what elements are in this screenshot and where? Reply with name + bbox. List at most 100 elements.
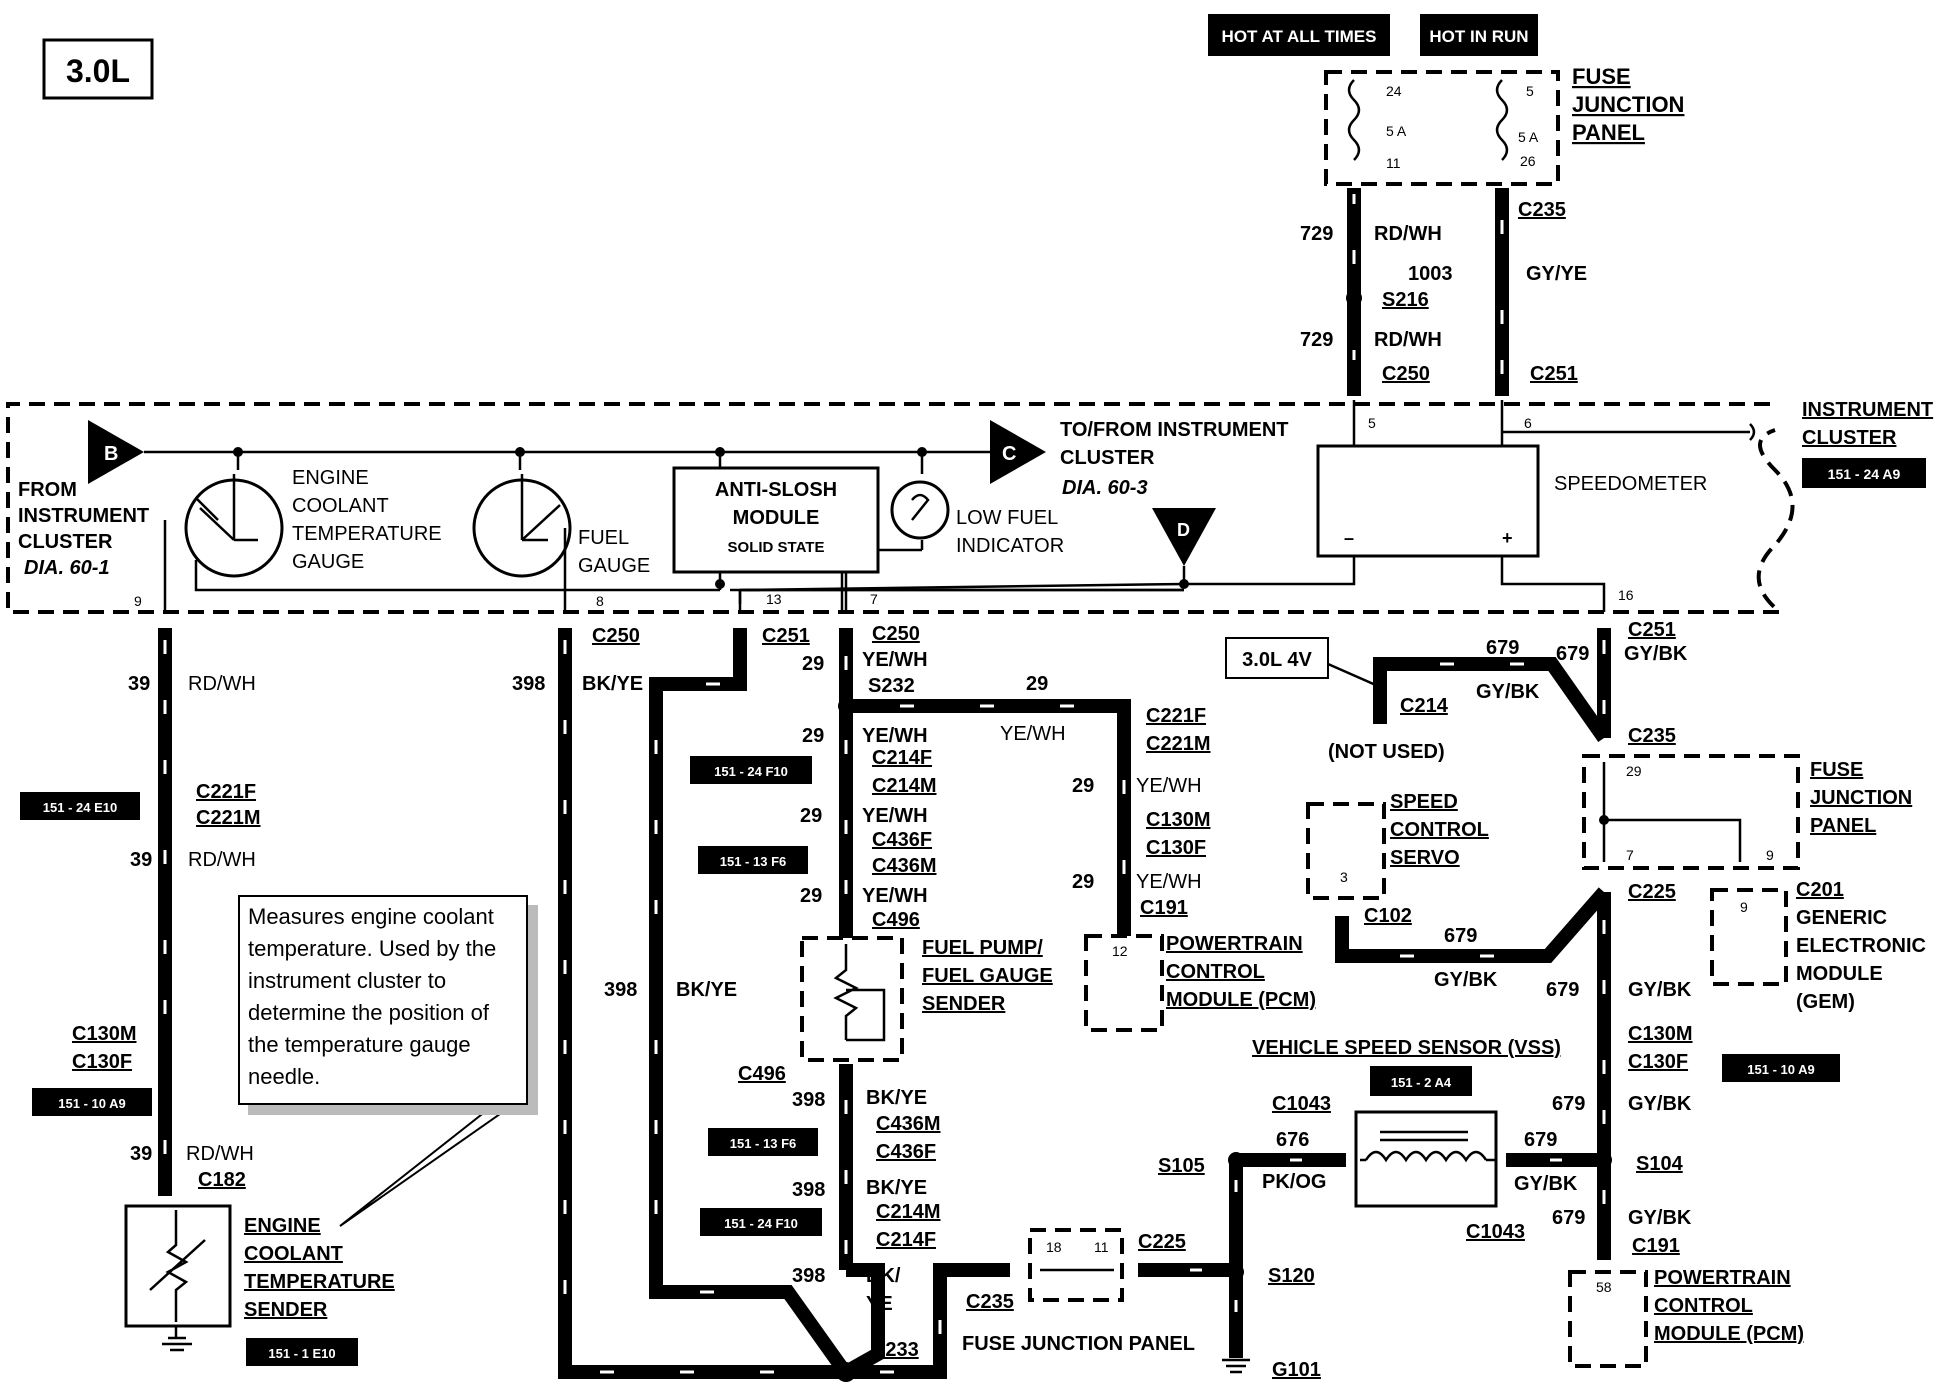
label-c130f: C130F <box>1146 837 1206 859</box>
ect-gauge-2: COOLANT <box>292 495 389 517</box>
tofrom-2: CLUSTER <box>1060 447 1155 469</box>
label-679d: 679 <box>1546 979 1579 1001</box>
speedometer-minus: – <box>1344 528 1354 548</box>
antislosh-2: MODULE <box>733 507 820 529</box>
tag-30l4v: 3.0L 4V <box>1242 649 1312 671</box>
pcm-bottom-pin: 58 <box>1596 1279 1612 1295</box>
fjp-right-2: JUNCTION <box>1810 787 1912 809</box>
label-rdwh: RD/WH <box>1374 223 1442 245</box>
pin-16: 16 <box>1618 587 1634 603</box>
ect-gauge-4: GAUGE <box>292 551 364 573</box>
label-s216: S216 <box>1382 289 1429 311</box>
label-yewh: YE/WH <box>862 649 928 671</box>
ref-f10: 151 - 24 F10 <box>714 764 788 779</box>
pcm-bottom <box>1568 1270 1648 1368</box>
label-c436f: C436F <box>872 829 932 851</box>
wire-679-servo <box>1335 887 1610 963</box>
fuse-left-icon <box>1347 79 1361 161</box>
label-c251a: C251 <box>1530 363 1578 385</box>
splice-s120 <box>1228 1264 1244 1280</box>
low-fuel-1: LOW FUEL <box>956 507 1058 529</box>
ect-gauge-1: ENGINE <box>292 467 369 489</box>
fuse-junction-panel-top <box>1324 70 1560 186</box>
label-not-used: (NOT USED) <box>1328 741 1445 763</box>
ref-a9: 151 - 10 A9 <box>58 1096 125 1111</box>
fuel-pump-1: FUEL PUMP/ <box>922 937 1043 959</box>
label-679e: 679 <box>1552 1093 1585 1115</box>
label-1003: 1003 <box>1408 263 1453 285</box>
fuse-right-rating: 5 A <box>1518 129 1539 145</box>
gem-3: ELECTRONIC <box>1796 935 1926 957</box>
pin-5: 5 <box>1368 415 1376 431</box>
cluster-title-1: INSTRUMENT <box>1802 399 1933 421</box>
pcm-bot-1: POWERTRAIN <box>1654 1267 1791 1289</box>
tofrom-3: DIA. 60-3 <box>1062 477 1148 499</box>
label-679f: 679 <box>1552 1207 1585 1229</box>
fjp-pin-11: 11 <box>1094 1239 1109 1255</box>
label-gyye: GY/YE <box>1526 263 1587 285</box>
label-c182: C182 <box>198 1169 246 1191</box>
pin-13: 13 <box>766 591 782 607</box>
wire-stripes-top <box>1352 194 1504 374</box>
label-398a: 398 <box>512 673 545 695</box>
fuel-pump-3: SENDER <box>922 993 1006 1015</box>
label-c250a: C250 <box>1382 363 1430 385</box>
hot-at-all-times-box <box>1208 14 1390 56</box>
hot-at-all-times-label: HOT AT ALL TIMES <box>1222 27 1377 46</box>
label-s104: S104 <box>1636 1153 1684 1175</box>
from-4: DIA. 60-1 <box>24 557 110 579</box>
speedometer-plus: + <box>1502 528 1513 548</box>
gem-2: GENERIC <box>1796 907 1887 929</box>
label-c251c: C251 <box>1628 619 1676 641</box>
label-bk: BK/ <box>866 1265 901 1287</box>
pin-6: 6 <box>1524 415 1532 431</box>
pin-9: 9 <box>134 593 142 609</box>
pin-8: 8 <box>596 593 604 609</box>
gem-pin: 9 <box>1740 899 1748 915</box>
fuse-left-out: 11 <box>1386 155 1401 171</box>
fuse-left-rating: 5 A <box>1386 123 1407 139</box>
engine-label-box <box>42 38 154 100</box>
label-398b: 398 <box>604 979 637 1001</box>
fjp-right-1: FUSE <box>1810 759 1863 781</box>
label-39a: 39 <box>128 673 150 695</box>
label-c214f2: C214F <box>876 1229 936 1251</box>
label-c436m2: C436M <box>876 1113 940 1135</box>
label-c235b: C235 <box>966 1291 1014 1313</box>
cluster-ref-box <box>1802 458 1926 488</box>
label-679c: 679 <box>1444 925 1477 947</box>
fuel-pump-2: FUEL GAUGE <box>922 965 1053 987</box>
hot-in-run-label: HOT IN RUN <box>1429 27 1528 46</box>
antislosh-1: ANTI-SLOSH <box>715 479 837 501</box>
splice-s104 <box>1596 1152 1612 1168</box>
label-bkye: BK/YE <box>582 673 643 695</box>
ref-f10b: 151 - 24 F10 <box>724 1216 798 1231</box>
label-c251b: C251 <box>762 625 810 647</box>
label-679b: 679 <box>1556 643 1589 665</box>
label-398c: 398 <box>792 1089 825 1111</box>
label-398d: 398 <box>792 1179 825 1201</box>
wire-679-c214 <box>1373 657 1610 743</box>
ref-e10: 151 - 24 E10 <box>43 800 117 815</box>
label-29c: 29 <box>802 725 824 747</box>
ref-a4: 151 - 2 A4 <box>1391 1075 1452 1090</box>
label-rdwh5: RD/WH <box>186 1143 254 1165</box>
label-c221m: C221M <box>196 807 260 829</box>
label-729a: 729 <box>1300 223 1333 245</box>
ect-sender-4: SENDER <box>244 1299 328 1321</box>
bubble-b: B <box>104 443 118 465</box>
fjp-top-title-1: FUSE <box>1572 64 1631 89</box>
pin-7: 7 <box>870 591 878 607</box>
scs-3: SERVO <box>1390 847 1460 869</box>
label-c221m2: C221M <box>1146 733 1210 755</box>
label-676: 676 <box>1276 1129 1309 1151</box>
label-g101: G101 <box>1272 1359 1321 1381</box>
label-39b: 39 <box>130 849 152 871</box>
bubble-c: C <box>1002 443 1016 465</box>
label-c235a: C235 <box>1518 199 1566 221</box>
label-c436m: C436M <box>872 855 936 877</box>
label-yewh4: YE/WH <box>862 805 928 827</box>
pcm-top-pin: 12 <box>1112 943 1128 959</box>
speedometer-label: SPEEDOMETER <box>1554 473 1707 495</box>
